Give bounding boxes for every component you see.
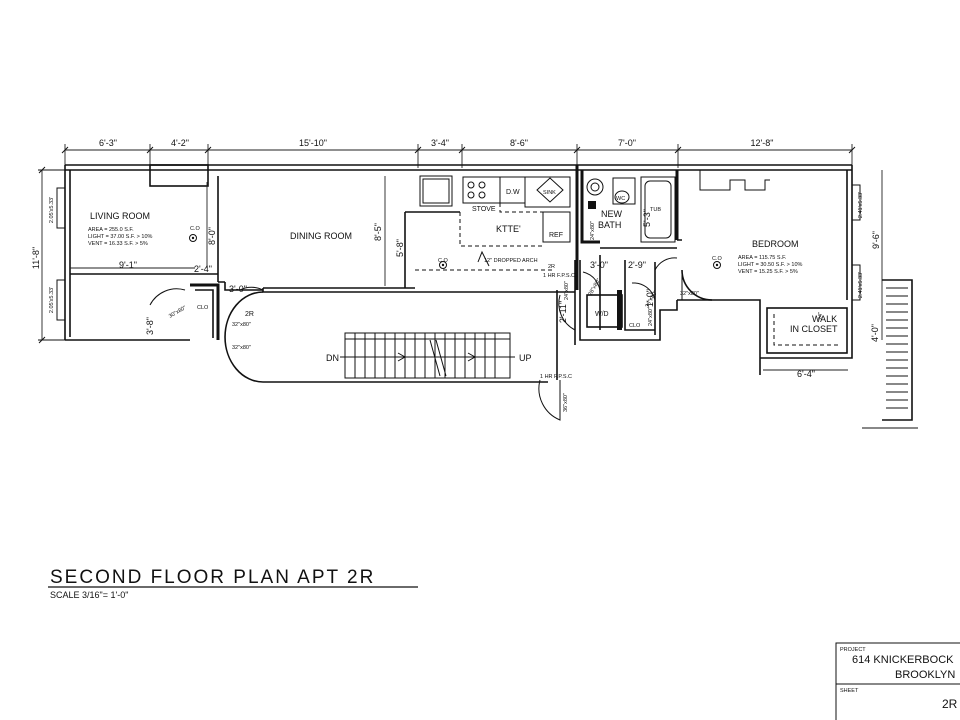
bedroom-light: LIGHT = 30.50 S.F. > 10% bbox=[738, 262, 803, 268]
kitchen-stove: STOVE bbox=[472, 206, 496, 213]
clo-label: CLO bbox=[197, 305, 209, 311]
closet-line1: WALK bbox=[812, 314, 837, 324]
hall-door-a: 32"x80" bbox=[232, 322, 251, 328]
dim-right-window-a: 2.41'x5.33' bbox=[858, 192, 864, 218]
dining-room-name: DINING ROOM bbox=[290, 231, 352, 241]
dim-top-5: 8'-6" bbox=[510, 138, 528, 148]
bath-name-line2: BATH bbox=[598, 220, 621, 230]
title-block-sheet-label: SHEET bbox=[840, 688, 859, 694]
living-room-co: C.O bbox=[190, 226, 201, 232]
top-dimension-string: 6'-3" 4'-2" 15'-10" 3'-4" 8'-6" 7'-0" 12… bbox=[61, 138, 856, 168]
closet-line2: IN CLOSET bbox=[790, 324, 838, 334]
bath: NEW BATH WC TUB 24"x80" 5'-3" bbox=[575, 165, 679, 290]
title-block-project: 614 KNICKERBOCK bbox=[852, 654, 954, 666]
plan-title: SECOND FLOOR PLAN APT 2R bbox=[50, 567, 375, 588]
clo-door: 30"x80" bbox=[168, 305, 187, 320]
bedroom-co: C.O bbox=[712, 256, 723, 262]
stair-up-label: UP bbox=[519, 353, 532, 363]
bath-dim: 5'-3" bbox=[642, 209, 652, 227]
living-room-name: LIVING ROOM bbox=[90, 211, 150, 221]
clo2-label: CLO bbox=[629, 323, 641, 329]
dim-living-height: 8'-0" bbox=[207, 227, 217, 245]
bedroom-area: AREA = 115.75 S.F. bbox=[738, 255, 787, 261]
dim-dining-h2: 5'-8" bbox=[395, 239, 405, 257]
kitchen-ref: REF bbox=[549, 232, 563, 239]
kitchen-sink: SINK bbox=[543, 190, 556, 196]
dining-room-co: C.O bbox=[438, 258, 449, 264]
plan-scale: SCALE 3/16"= 1'-0" bbox=[50, 590, 128, 600]
bedroom-name: BEDROOM bbox=[752, 239, 799, 249]
dim-living-width: 9'-1" bbox=[119, 260, 137, 270]
hall-door-e: 24"x80" bbox=[564, 281, 570, 300]
title-block-project-label: PROJECT bbox=[840, 647, 866, 653]
dim-top-3: 15'-10" bbox=[299, 138, 327, 148]
kitchen-name: KTTE' bbox=[496, 224, 521, 234]
dim-top-7: 12'-8" bbox=[751, 138, 774, 148]
hall-rating-a: 1 HR F.P.S.C bbox=[543, 273, 575, 279]
kitchen-arch: 12" DROPPED ARCH bbox=[484, 258, 538, 264]
hall-door-g: 24"x80" bbox=[648, 307, 654, 326]
closet-dim-width: 6'-4" bbox=[797, 369, 815, 379]
dim-clo-width: 3'-0" bbox=[590, 260, 608, 270]
dim-stair: 1'-0" bbox=[645, 289, 655, 307]
bedroom: BEDROOM AREA = 115.75 S.F. LIGHT = 30.50… bbox=[677, 239, 803, 375]
bath-wc: WC bbox=[616, 196, 625, 202]
dim-left-overall: 11'-8" bbox=[31, 247, 41, 269]
bath-tub: TUB bbox=[650, 207, 661, 213]
living-room-vent: VENT = 16.33 S.F. > 5% bbox=[88, 241, 148, 247]
dim-left-window-a: 2.05'x5.33' bbox=[49, 197, 55, 223]
hall-rating-c: 1 HR F.P.S.C bbox=[540, 374, 572, 380]
kitchen: STOVE D.W SINK REF KTTE' 12" DROPPED ARC… bbox=[405, 175, 571, 271]
hall-2r-label: 2R bbox=[245, 311, 254, 318]
dim-top-2: 4'-2" bbox=[171, 138, 189, 148]
dim-living-door: 2'-4" bbox=[194, 264, 212, 274]
hall-door-b: 32"x80" bbox=[232, 345, 251, 351]
living-room-light: LIGHT = 37.00 S.F. > 10% bbox=[88, 234, 153, 240]
dim-clo-height: 3'-8" bbox=[145, 317, 155, 335]
dim-left-window-b: 2.05'x5.33' bbox=[49, 287, 55, 313]
living-room: LIVING ROOM AREA = 255.0 S.F. LIGHT = 37… bbox=[65, 176, 219, 341]
dim-top-6: 7'-0" bbox=[618, 138, 636, 148]
kitchen-dw: D.W bbox=[506, 189, 520, 196]
dim-top-1: 6'-3" bbox=[99, 138, 117, 148]
hall-rating-b: 2R bbox=[548, 264, 555, 270]
walk-in-closet: WALK IN CLOSET 24" 6'-4" bbox=[760, 300, 853, 379]
plan-title-block: SECOND FLOOR PLAN APT 2R SCALE 3/16"= 1'… bbox=[48, 567, 418, 600]
dim-hall-width: 3'-0" bbox=[229, 284, 247, 294]
title-block-city: BROOKLYN bbox=[895, 669, 955, 681]
stair-dn-label: DN bbox=[326, 353, 339, 363]
exterior-walls bbox=[56, 164, 861, 340]
sheet-title-block: PROJECT 614 KNICKERBOCK BROOKLYN SHEET 2… bbox=[835, 642, 960, 720]
dim-clo2-width: 2'-9" bbox=[628, 260, 646, 270]
right-dimensions: 9'-6" 2.41'x5.33' 2.41'x5.33' 4'-0" bbox=[858, 170, 883, 342]
dim-hall-gap: 2'-11" bbox=[558, 301, 568, 323]
dim-top-4: 3'-4" bbox=[431, 138, 449, 148]
title-block-sheet: 2R bbox=[942, 697, 958, 711]
dim-right-closet: 4'-0" bbox=[870, 324, 880, 342]
closet-door: 24" bbox=[818, 312, 824, 320]
dining-room: DINING ROOM C.O 8'-5" 5'-8" bbox=[218, 176, 449, 289]
dim-right-overall: 9'-6" bbox=[871, 231, 881, 249]
living-room-area: AREA = 255.0 S.F. bbox=[88, 227, 134, 233]
bath-name-line1: NEW bbox=[601, 209, 623, 219]
wd-label: W/D bbox=[595, 311, 609, 318]
dim-right-window-b: 2.41'x5.33' bbox=[858, 272, 864, 298]
bedroom-door: 32"x80" bbox=[680, 291, 699, 297]
bath-door: 24"x80" bbox=[590, 221, 596, 240]
hall-door-c: 36"x80" bbox=[563, 393, 569, 412]
left-dimensions: 11'-8" 2.05'x5.33' 2.05'x5.33' bbox=[31, 166, 65, 344]
exterior-stair bbox=[862, 279, 918, 429]
dim-dining-h1: 8'-5" bbox=[373, 223, 383, 241]
hall-area: DN UP CLO 30"x80" 2R 32"x80" 32"x80" 1 H… bbox=[145, 255, 678, 421]
bedroom-vent: VENT = 15.25 S.F. > 5% bbox=[738, 269, 798, 275]
